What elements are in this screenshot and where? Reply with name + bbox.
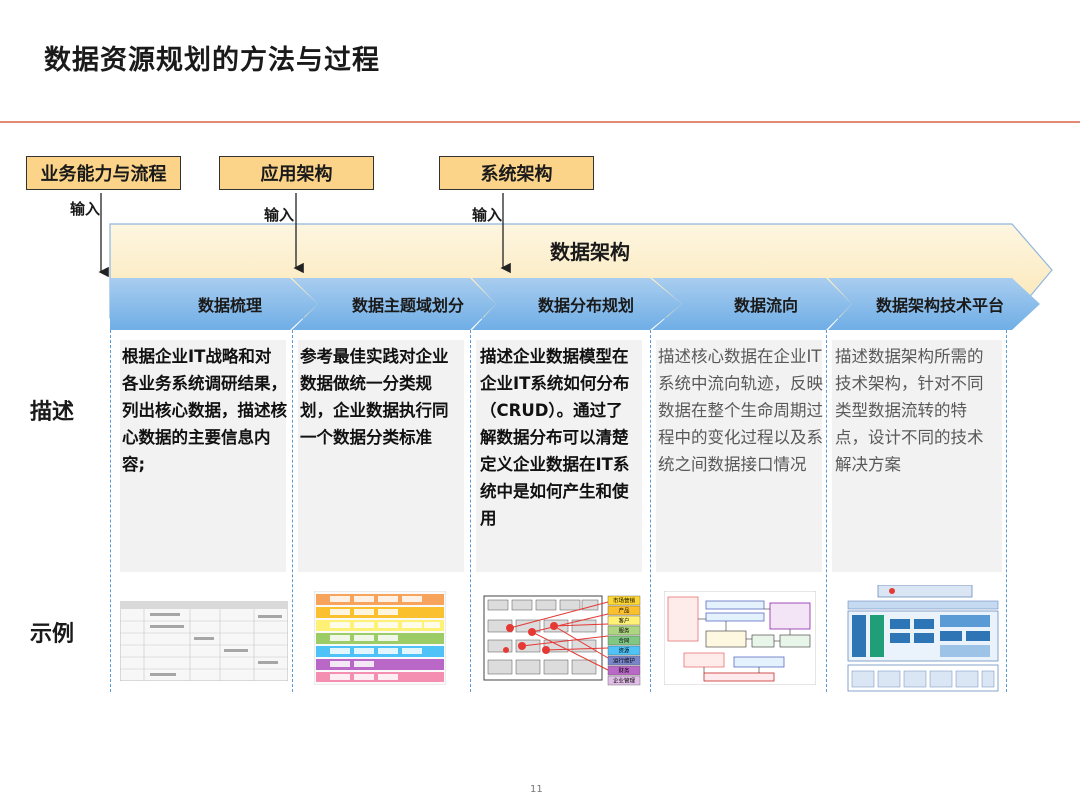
page-title: 数据资源规划的方法与过程 xyxy=(44,45,380,76)
stage-chevron-1 xyxy=(110,278,318,330)
example-color-grid-thumbnail xyxy=(314,591,446,685)
stage-chevron-2 xyxy=(292,278,496,330)
desc-bg-4 xyxy=(656,340,822,572)
column-divider xyxy=(826,330,827,692)
column-divider xyxy=(292,330,293,692)
stage-label-3: 数据分布规划 xyxy=(537,296,634,315)
column-divider xyxy=(470,330,471,692)
example-data-flow-thumbnail xyxy=(664,591,816,685)
header-rule xyxy=(0,121,1080,123)
desc-text-3: 描述企业数据模型在企业IT系统如何分布（CRUD）。通过了解数据分布可以清楚定义… xyxy=(480,347,630,528)
desc-text-2: 参考最佳实践对企业数据做统一分类规划，企业数据执行同一个数据分类标准 xyxy=(300,347,449,447)
input-label-3: 输入 xyxy=(472,206,503,224)
legend-label: 财务 xyxy=(618,667,630,675)
desc-text-1: 根据企业IT战略和对各业务系统调研结果，列出核心数据，描述核心数据的主要信息内容… xyxy=(122,347,287,474)
stage-label-5: 数据架构技术平台 xyxy=(875,296,1004,315)
row-label-example: 示例 xyxy=(30,622,75,647)
desc-bg-5 xyxy=(832,340,1002,572)
desc-bg-2 xyxy=(298,340,464,572)
stage-chevron-3 xyxy=(472,278,682,330)
input-business-capability: 业务能力与流程 xyxy=(26,156,181,190)
example-tech-platform-thumbnail xyxy=(847,585,999,692)
input-label-2: 输入 xyxy=(264,206,295,224)
legend-label: 产品 xyxy=(618,607,630,615)
legend-label: 合同 xyxy=(618,637,630,645)
legend-label: 运行维护 xyxy=(613,657,636,665)
column-divider xyxy=(650,330,651,692)
stage-label-4: 数据流向 xyxy=(733,296,798,315)
legend-label: 服务 xyxy=(618,627,630,635)
stage-label-1: 数据梳理 xyxy=(197,296,262,315)
data-architecture-label: 数据架构 xyxy=(550,240,630,264)
legend-label: 资源 xyxy=(618,647,630,655)
column-divider xyxy=(1006,330,1007,692)
stage-chevron-5 xyxy=(828,278,1040,330)
legend-label: 市场营销 xyxy=(613,597,636,605)
stage-label-2: 数据主题域划分 xyxy=(351,296,464,315)
page-number: 11 xyxy=(530,784,543,795)
row-label-description: 描述 xyxy=(30,400,75,425)
example-table-thumbnail xyxy=(120,601,288,681)
desc-text-4: 描述核心数据在企业IT系统中流向轨迹，反映数据在整个生命周期过程中的变化过程以及… xyxy=(658,347,823,474)
desc-bg-1 xyxy=(120,340,286,572)
input-system-architecture: 系统架构 xyxy=(439,156,594,190)
stage-chevron-4 xyxy=(652,278,852,330)
column-divider xyxy=(110,330,111,692)
desc-bg-3 xyxy=(476,340,642,572)
input-label-1: 输入 xyxy=(70,200,101,218)
legend-label: 企业管理 xyxy=(613,677,636,685)
legend-label: 客户 xyxy=(618,617,629,625)
desc-text-5: 描述数据架构所需的技术架构，针对不同类型数据流转的特点，设计不同的技术解决方案 xyxy=(835,347,984,474)
example-crud-thumbnail: 市场营销 产品 客户 服务 合同 资源 运行维护 财务 企业管理 xyxy=(483,595,641,686)
input-application-architecture: 应用架构 xyxy=(219,156,374,190)
